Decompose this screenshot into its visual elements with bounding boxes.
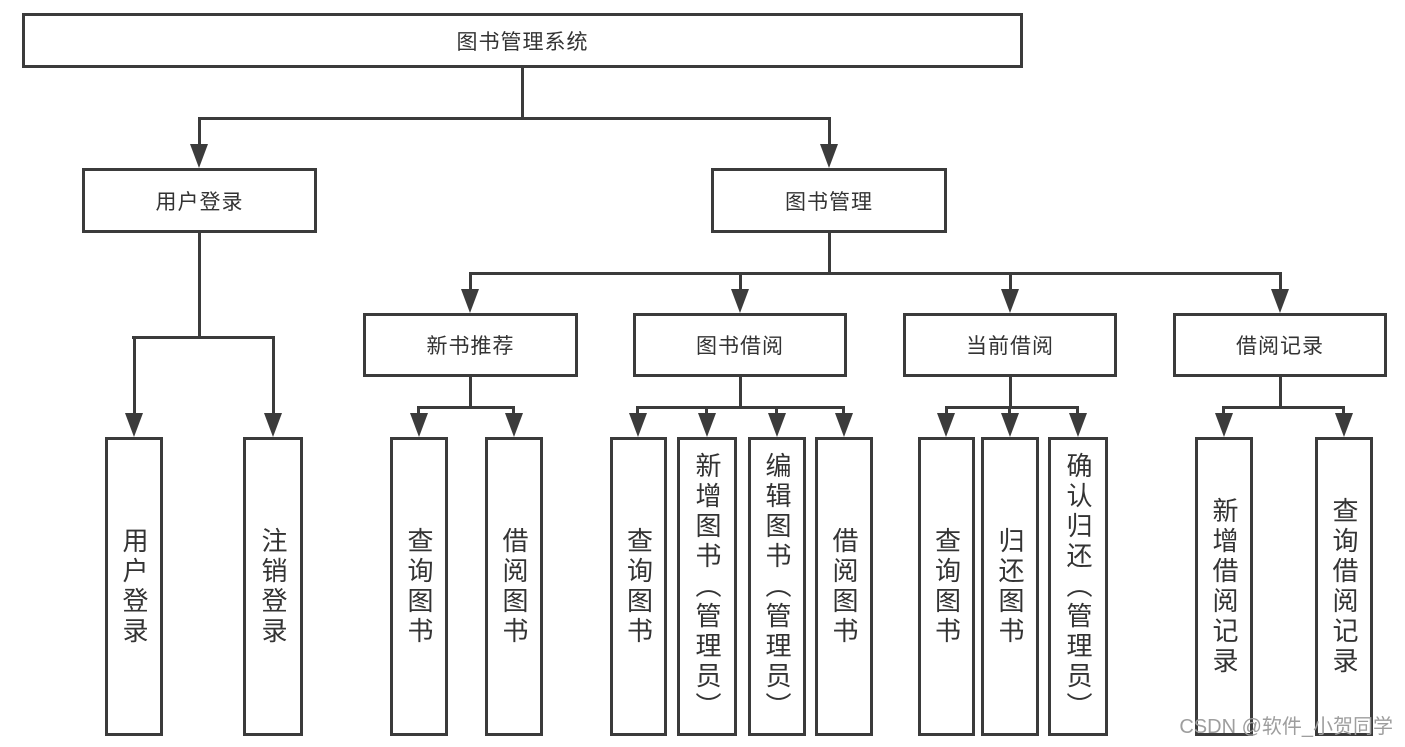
leaf-user-login: 用户登录 bbox=[105, 437, 163, 736]
arrow-down-icon bbox=[264, 413, 282, 437]
connector-drop-current-borrow bbox=[1009, 272, 1012, 289]
arrow-down-icon bbox=[698, 413, 716, 437]
node-label: 用户登录 bbox=[119, 526, 149, 647]
arrow-down-icon bbox=[835, 413, 853, 437]
node-book-borrowing: 图书借阅 bbox=[633, 313, 847, 377]
arrow-down-icon bbox=[1271, 289, 1289, 313]
connector-drop-leaf bbox=[636, 406, 639, 415]
arrow-down-icon bbox=[410, 413, 428, 437]
arrow-down-icon bbox=[1001, 413, 1019, 437]
connector-new-book-bar bbox=[418, 406, 515, 409]
node-label: 图书管理系统 bbox=[456, 30, 589, 54]
node-label: 查询图书 bbox=[931, 526, 962, 647]
arrow-down-icon bbox=[190, 144, 208, 168]
node-label: 新书推荐 bbox=[426, 335, 515, 358]
node-label: 新增图书（管理员） bbox=[692, 451, 722, 722]
leaf-borrow-books: 借阅图书 bbox=[815, 437, 873, 736]
arrow-down-icon bbox=[505, 413, 523, 437]
node-label: 确认归还（管理员） bbox=[1063, 451, 1093, 722]
csdn-watermark: CSDN @软件_小贺同学 bbox=[1179, 716, 1393, 738]
connector-current-borrow-bar bbox=[945, 406, 1079, 409]
node-new-book-recommend: 新书推荐 bbox=[363, 313, 578, 377]
connector-root-stem bbox=[521, 68, 524, 117]
leaf-return-books: 归还图书 bbox=[981, 437, 1039, 736]
connector-borrow-record-stem bbox=[1279, 377, 1282, 406]
connector-user-login-stem bbox=[198, 233, 201, 336]
node-label: 编辑图书（管理员） bbox=[762, 451, 792, 722]
connector-drop-leaf bbox=[1008, 406, 1011, 415]
connector-drop-leaf bbox=[705, 406, 708, 415]
node-label: 借阅记录 bbox=[1236, 335, 1324, 358]
node-label: 注销登录 bbox=[258, 526, 288, 647]
node-borrowing-records: 借阅记录 bbox=[1173, 313, 1387, 377]
leaf-confirm-return-admin: 确认归还（管理员） bbox=[1048, 437, 1108, 736]
connector-drop-leaf bbox=[272, 336, 275, 413]
connector-new-book-stem bbox=[469, 377, 472, 406]
connector-book-management-stem bbox=[828, 233, 831, 272]
leaf-query-books-recommend: 查询图书 bbox=[390, 437, 448, 736]
leaf-query-borrow-record: 查询借阅记录 bbox=[1315, 437, 1373, 736]
leaf-borrow-books-recommend: 借阅图书 bbox=[485, 437, 543, 736]
node-label: 归还图书 bbox=[995, 526, 1025, 647]
arrow-down-icon bbox=[125, 413, 143, 437]
arrow-down-icon bbox=[937, 413, 955, 437]
leaf-logout: 注销登录 bbox=[243, 437, 303, 736]
arrow-down-icon bbox=[820, 144, 838, 168]
connector-user-login-bar bbox=[132, 336, 274, 339]
node-label: 新增借阅记录 bbox=[1209, 496, 1239, 677]
connector-level3-bar bbox=[469, 272, 1281, 275]
arrow-down-icon bbox=[461, 289, 479, 313]
connector-drop-borrow-record bbox=[1279, 272, 1282, 289]
arrow-down-icon bbox=[629, 413, 647, 437]
node-book-management: 图书管理 bbox=[711, 168, 947, 233]
leaf-query-books-borrowing: 查询图书 bbox=[610, 437, 667, 736]
connector-book-borrow-stem bbox=[739, 377, 742, 406]
connector-drop-leaf bbox=[417, 406, 420, 415]
node-label: 查询图书 bbox=[404, 526, 434, 647]
connector-drop-user-login bbox=[198, 117, 201, 144]
leaf-add-borrow-record: 新增借阅记录 bbox=[1195, 437, 1253, 736]
arrow-down-icon bbox=[731, 289, 749, 313]
node-user-login: 用户登录 bbox=[82, 168, 317, 233]
node-label: 查询图书 bbox=[623, 526, 654, 647]
leaf-edit-books-admin: 编辑图书（管理员） bbox=[748, 437, 806, 736]
connector-drop-leaf bbox=[1076, 406, 1079, 415]
leaf-add-books-admin: 新增图书（管理员） bbox=[677, 437, 737, 736]
connector-level2-bar bbox=[198, 117, 831, 120]
connector-drop-leaf bbox=[133, 336, 136, 413]
connector-drop-new-book bbox=[469, 272, 472, 289]
connector-drop-leaf bbox=[512, 406, 515, 415]
node-label: 当前借阅 bbox=[966, 335, 1054, 358]
node-label: 借阅图书 bbox=[829, 526, 859, 647]
arrow-down-icon bbox=[1215, 413, 1233, 437]
connector-current-borrow-stem bbox=[1009, 377, 1012, 406]
arrow-down-icon bbox=[1069, 413, 1087, 437]
connector-borrow-record-bar bbox=[1223, 406, 1345, 409]
node-label: 查询借阅记录 bbox=[1329, 496, 1359, 677]
node-label: 借阅图书 bbox=[499, 526, 529, 647]
node-label: 图书管理 bbox=[785, 190, 873, 214]
arrow-down-icon bbox=[1335, 413, 1353, 437]
connector-drop-leaf bbox=[775, 406, 778, 415]
connector-book-borrow-bar bbox=[637, 406, 845, 409]
connector-drop-leaf bbox=[945, 406, 948, 415]
node-label: 用户登录 bbox=[155, 190, 244, 214]
connector-drop-leaf bbox=[1222, 406, 1225, 415]
node-label: 图书借阅 bbox=[696, 335, 784, 358]
connector-drop-book-borrow bbox=[739, 272, 742, 289]
leaf-query-books-current: 查询图书 bbox=[918, 437, 975, 736]
connector-drop-leaf bbox=[842, 406, 845, 415]
connector-drop-leaf bbox=[1342, 406, 1345, 415]
node-current-borrowing: 当前借阅 bbox=[903, 313, 1117, 377]
arrow-down-icon bbox=[1001, 289, 1019, 313]
connector-drop-book-management bbox=[828, 117, 831, 144]
node-root-library-management-system: 图书管理系统 bbox=[22, 13, 1023, 68]
arrow-down-icon bbox=[768, 413, 786, 437]
